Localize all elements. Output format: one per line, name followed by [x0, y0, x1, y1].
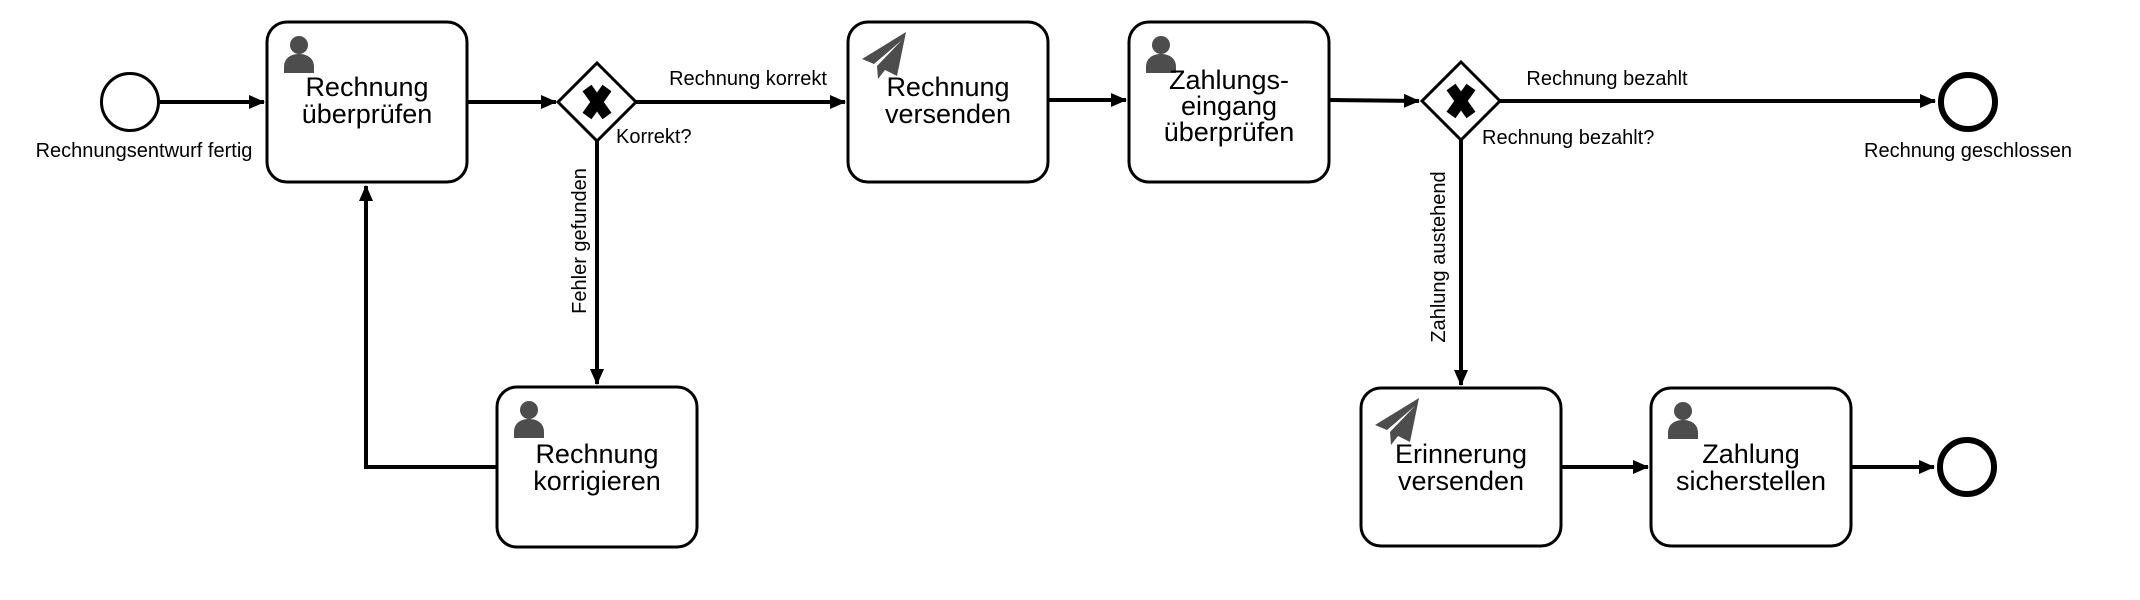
flow-label-payment-outstanding: Zahlung austehend — [1428, 171, 1450, 342]
task-check-payment[interactable]: Zahlungs- eingang überprüfen — [1127, 20, 1331, 184]
task-send-reminder[interactable]: Erinnerung versenden — [1359, 386, 1563, 548]
xor-gateway-paid[interactable]: Rechnung bezahlt? — [1419, 59, 1654, 149]
task-label: Zahlung — [1702, 439, 1800, 469]
task-secure-payment[interactable]: Zahlung sicherstellen — [1649, 386, 1853, 548]
task-label: Rechnung — [305, 72, 428, 102]
task-label: überprüfen — [1164, 117, 1295, 147]
task-label: versenden — [885, 99, 1011, 129]
task-label: korrigieren — [533, 466, 661, 496]
sequence-flow-correct-to-check-loop[interactable] — [359, 185, 497, 469]
sequence-flows — [160, 93, 1936, 474]
end-event-closed[interactable]: Rechnung geschlossen — [1864, 72, 2072, 162]
flow-label-invoice-paid: Rechnung bezahlt — [1526, 68, 1688, 90]
xor-marker-icon — [1446, 83, 1476, 119]
task-label: Zahlungs- — [1169, 65, 1289, 95]
task-label: eingang — [1181, 91, 1277, 121]
xor-gateway-correct[interactable]: Korrekt? — [555, 60, 692, 148]
end-event-label: Rechnung geschlossen — [1864, 140, 2072, 162]
task-label: Rechnung — [535, 439, 658, 469]
start-event[interactable]: Rechnungsentwurf fertig — [36, 72, 253, 163]
gateway-label: Korrekt? — [616, 126, 692, 148]
task-send-invoice[interactable]: Rechnung versenden — [846, 20, 1050, 184]
start-event-label: Rechnungsentwurf fertig — [36, 140, 253, 162]
task-check-invoice[interactable]: Rechnung überprüfen — [265, 20, 469, 184]
task-label: Erinnerung — [1395, 439, 1527, 469]
task-label: Rechnung — [886, 72, 1009, 102]
gateway-label: Rechnung bezahlt? — [1482, 127, 1654, 149]
task-correct-invoice[interactable]: Rechnung korrigieren — [495, 385, 699, 549]
flow-label-invoice-correct: Rechnung korrekt — [669, 68, 827, 90]
end-event-bottom[interactable] — [1937, 437, 1997, 497]
xor-marker-icon — [582, 84, 612, 120]
sequence-flow-checkpayment-to-gateway[interactable] — [1328, 93, 1420, 108]
task-label: überprüfen — [302, 99, 433, 129]
task-label: sicherstellen — [1676, 466, 1826, 496]
flow-label-error-found: Fehler gefunden — [569, 168, 591, 314]
task-label: versenden — [1398, 466, 1524, 496]
